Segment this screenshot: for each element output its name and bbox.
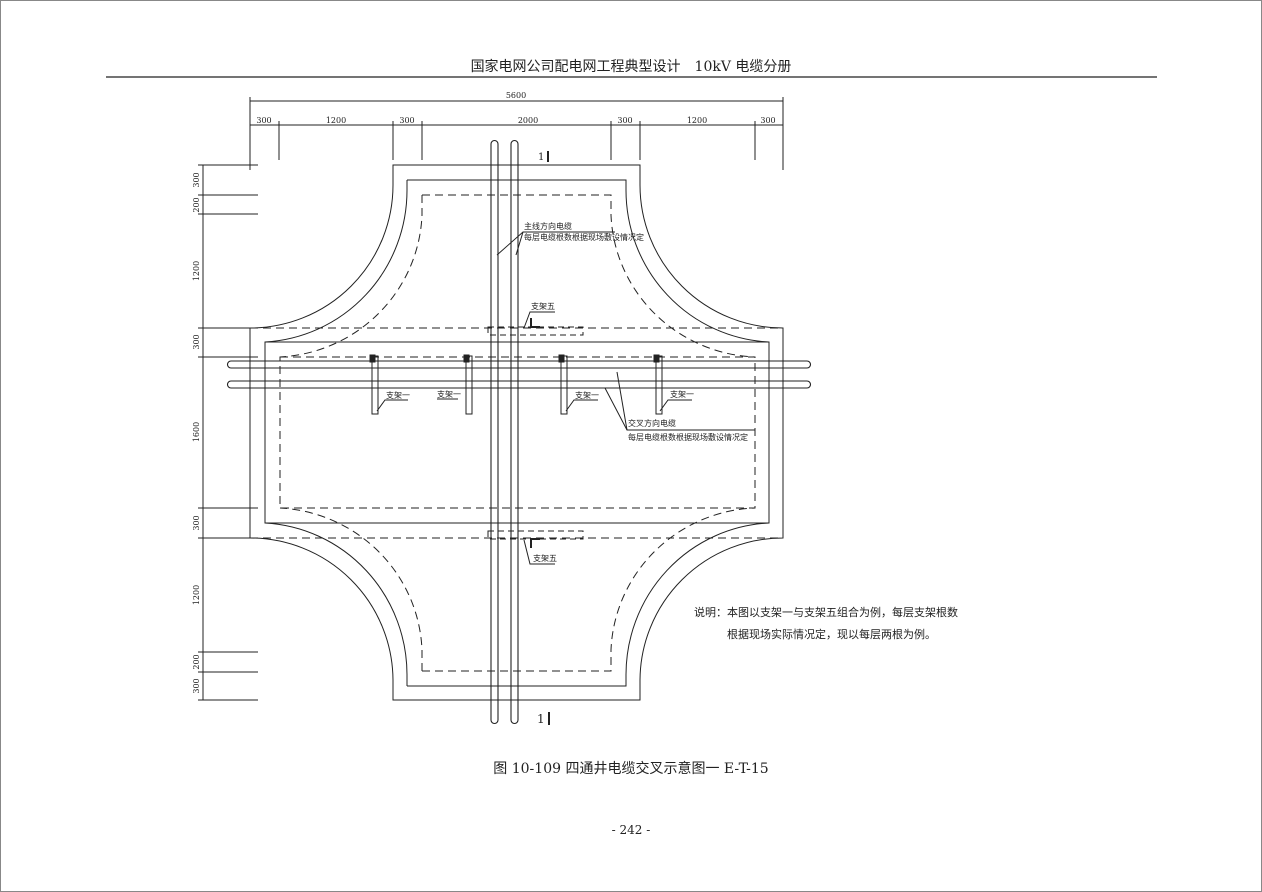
dim-top: 300 xyxy=(617,116,632,125)
figure-caption: 图 10-109 四通井电缆交叉示意图一 E-T-15 xyxy=(493,760,768,777)
cross-cable-label: 交叉方向电缆 xyxy=(628,418,676,428)
section-marks: 1 1 xyxy=(537,151,550,726)
left-dimensions: 300 200 1200 300 1600 300 1200 200 300 xyxy=(192,164,258,701)
dim-top: 2000 xyxy=(518,116,538,125)
cross-cable-annotation: 交叉方向电缆 每层电缆根数根据现场敷设情况定 xyxy=(604,371,755,442)
dim-top: 300 xyxy=(760,116,775,125)
dim-left: 300 xyxy=(192,334,201,349)
section-mark-bottom: 1 xyxy=(537,712,545,726)
page-number: - 242 - xyxy=(612,823,651,837)
main-cable-label: 主线方向电缆 xyxy=(524,221,572,231)
dim-total: 5600 xyxy=(506,91,526,100)
main-direction-cables xyxy=(490,139,519,725)
dim-left: 1200 xyxy=(192,261,201,281)
cross-cable-note: 每层电缆根数根据现场敷设情况定 xyxy=(628,432,748,442)
dim-top: 1200 xyxy=(687,116,707,125)
bracket-five-label: 支架五 xyxy=(533,553,557,563)
note-line-2: 根据现场实际情况定，现以每层两根为例。 xyxy=(727,627,936,641)
dim-top: 300 xyxy=(256,116,271,125)
dim-left: 1600 xyxy=(192,422,201,442)
bracket-one-label: 支架一 xyxy=(670,389,694,399)
note-line-1: 说明：本图以支架一与支架五组合为例，每层支架根数 xyxy=(694,605,958,619)
dim-left: 200 xyxy=(192,654,201,669)
bracket-five-label: 支架五 xyxy=(531,301,555,311)
dim-left: 1200 xyxy=(192,585,201,605)
bracket-one-label: 支架一 xyxy=(575,390,599,400)
section-mark-top: 1 xyxy=(538,152,544,163)
top-dimensions: 5600 300 1200 300 2000 300 1200 300 xyxy=(249,91,784,170)
bracket-one-label: 支架一 xyxy=(437,389,461,399)
dim-left: 300 xyxy=(192,678,201,693)
bracket-five-top: 支架五 xyxy=(487,301,584,336)
cross-direction-cables xyxy=(226,360,812,389)
main-cable-annotation: 主线方向电缆 每层电缆根数根据现场敷设情况定 xyxy=(496,221,644,256)
bracket-one-group: 支架一 支架一 支架一 支架一 xyxy=(369,354,694,415)
header-title: 国家电网公司配电网工程典型设计 10kV 电缆分册 xyxy=(471,58,792,75)
dim-left: 200 xyxy=(192,197,201,212)
dim-left: 300 xyxy=(192,172,201,187)
main-cable-note: 每层电缆根数根据现场敷设情况定 xyxy=(524,232,644,242)
dim-top: 300 xyxy=(399,116,414,125)
dim-left: 300 xyxy=(192,515,201,530)
dim-top: 1200 xyxy=(326,116,346,125)
bracket-five-bottom: 支架五 xyxy=(487,530,584,565)
bracket-one-label: 支架一 xyxy=(386,390,410,400)
